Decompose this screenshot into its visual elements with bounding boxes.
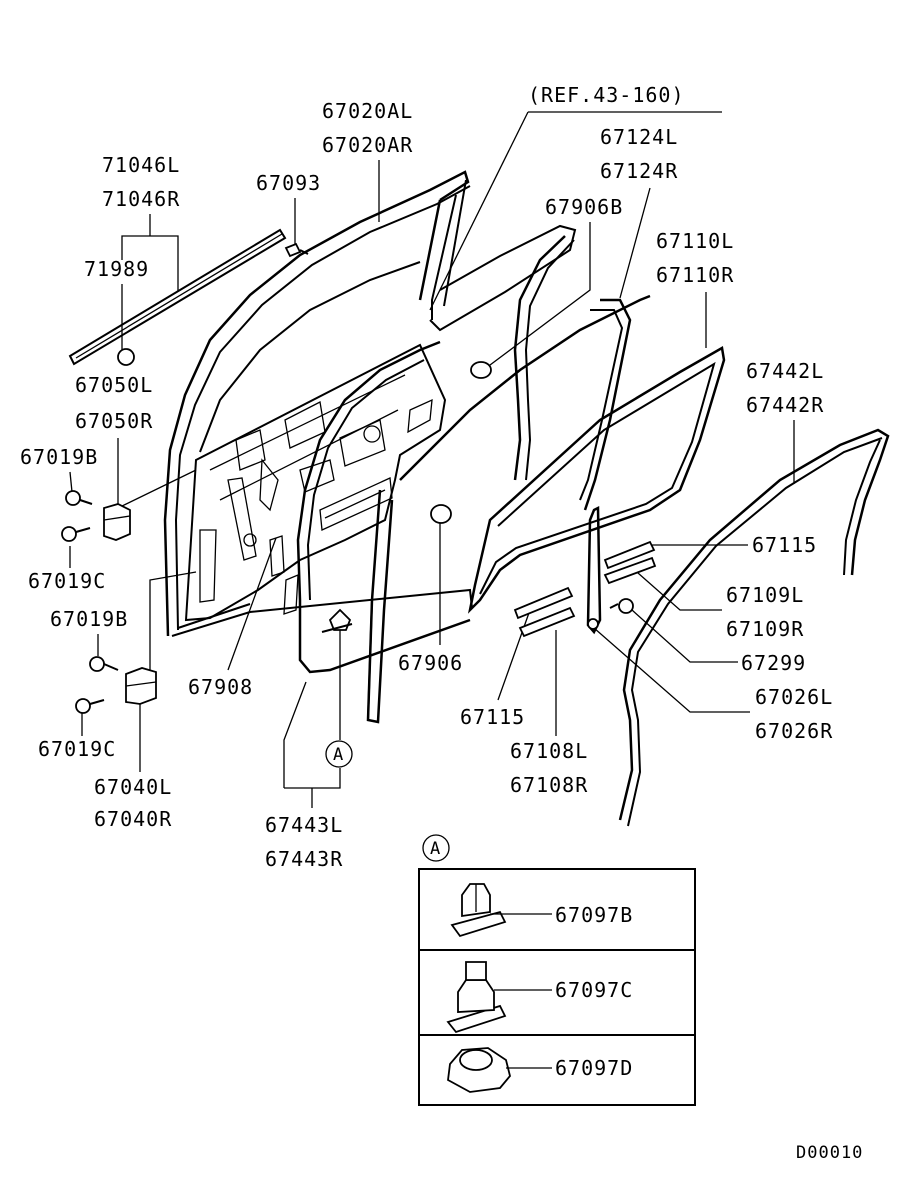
label-67019B-top: 67019B xyxy=(20,445,98,469)
detail-a-table xyxy=(418,868,696,1106)
label-67110L: 67110L xyxy=(656,229,734,253)
detail-marker-a: A xyxy=(430,839,441,859)
label-67443R: 67443R xyxy=(265,847,343,871)
label-67026L: 67026L xyxy=(755,685,833,709)
label-67908: 67908 xyxy=(188,675,253,699)
label-67097D: 67097D xyxy=(555,1056,633,1080)
label-67115-right: 67115 xyxy=(752,533,817,557)
label-67026R: 67026R xyxy=(755,719,833,743)
label-67442R: 67442R xyxy=(746,393,824,417)
label-67093: 67093 xyxy=(256,171,321,195)
label-67019C-bottom: 67019C xyxy=(38,737,116,761)
label-67097B: 67097B xyxy=(555,903,633,927)
label-67115-left: 67115 xyxy=(460,705,525,729)
label-67040L: 67040L xyxy=(94,775,172,799)
label-71046L: 71046L xyxy=(102,153,180,177)
label-67443L: 67443L xyxy=(265,813,343,837)
label-67020AR: 67020AR xyxy=(322,133,413,157)
label-67906B: 67906B xyxy=(545,195,623,219)
label-67110R: 67110R xyxy=(656,263,734,287)
label-67109L: 67109L xyxy=(726,583,804,607)
label-67040R: 67040R xyxy=(94,807,172,831)
label-67020AL: 67020AL xyxy=(322,99,413,123)
label-67108L: 67108L xyxy=(510,739,588,763)
label-67050L: 67050L xyxy=(75,373,153,397)
label-67050R: 67050R xyxy=(75,409,153,433)
label-67097C: 67097C xyxy=(555,978,633,1002)
drawing-code: D00010 xyxy=(796,1143,863,1163)
label-67442L: 67442L xyxy=(746,359,824,383)
label-67109R: 67109R xyxy=(726,617,804,641)
label-67124R: 67124R xyxy=(600,159,678,183)
label-67906: 67906 xyxy=(398,651,463,675)
label-71046R: 71046R xyxy=(102,187,180,211)
label-67124L: 67124L xyxy=(600,125,678,149)
label-67019B-bottom: 67019B xyxy=(50,607,128,631)
label-67019C-top: 67019C xyxy=(28,569,106,593)
label-67299: 67299 xyxy=(741,651,806,675)
label-67108R: 67108R xyxy=(510,773,588,797)
label-71989: 71989 xyxy=(84,257,149,281)
callout-marker-a: A xyxy=(333,745,344,765)
reference-label: (REF.43-160) xyxy=(528,83,685,107)
